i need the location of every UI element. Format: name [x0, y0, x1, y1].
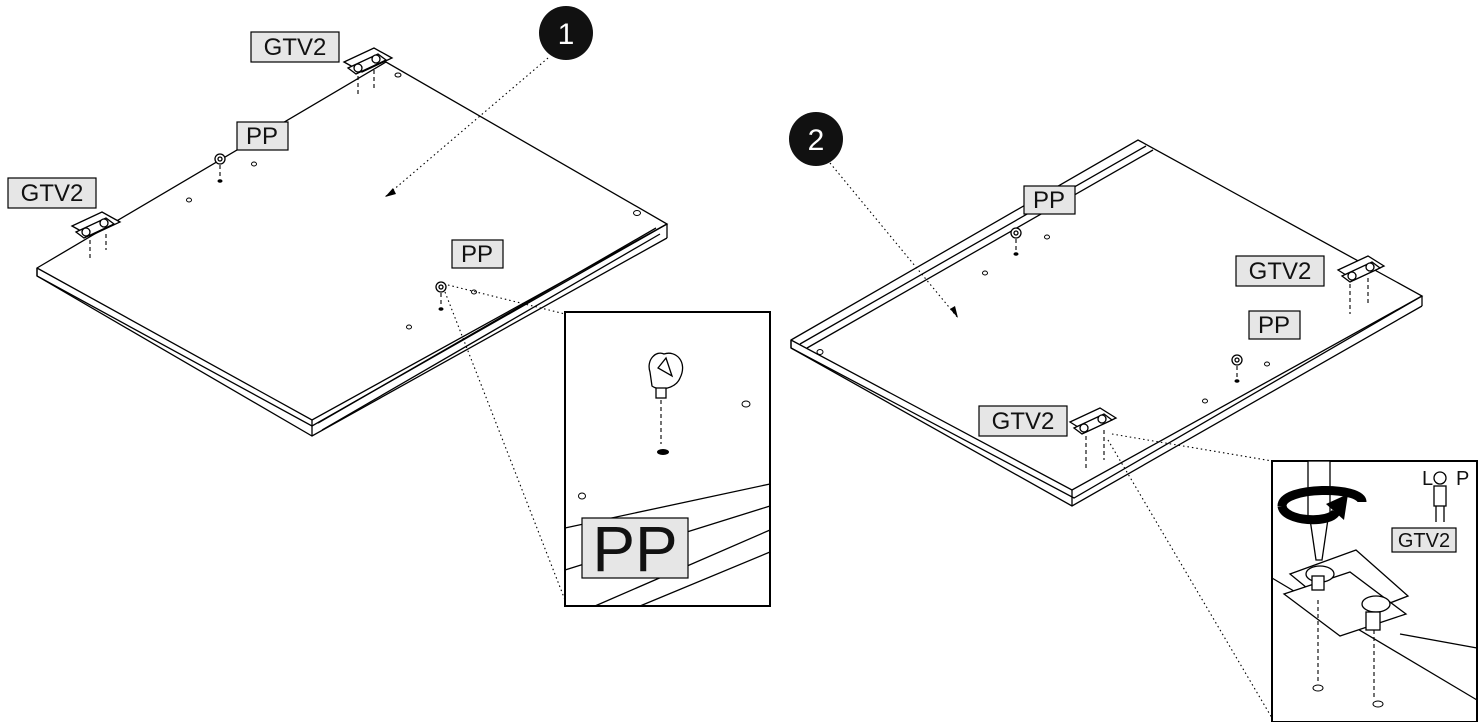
zoom-line	[1107, 439, 1273, 719]
step-badge-1: 1	[539, 6, 593, 60]
pointer-line	[829, 162, 959, 319]
zoom-line	[447, 284, 566, 315]
zoom-line	[444, 291, 566, 601]
label-text: GTV2	[21, 180, 84, 207]
shelf-peg-icon	[435, 281, 447, 311]
label-text: GTV2	[264, 34, 327, 61]
hinge-plate-icon	[342, 47, 394, 96]
label-text: PP	[246, 123, 278, 150]
arrow-head-icon	[950, 306, 958, 318]
step-number: 2	[808, 124, 825, 157]
label-right-peg: PP	[1248, 310, 1301, 340]
shelf-peg-icon	[1231, 354, 1243, 383]
hinge-plate-icon	[1068, 407, 1118, 468]
label-text: GTV2	[992, 408, 1055, 435]
label-text: GTV2	[1398, 530, 1450, 552]
label-top-peg: PP	[236, 121, 289, 151]
hinge-plate-icon	[70, 211, 122, 258]
label-text: PP	[1033, 187, 1065, 214]
shelf-peg-icon	[214, 153, 226, 183]
label-front-peg: PP	[451, 239, 504, 269]
step1-group: GTV2 PP GTV2 PP 1	[7, 6, 771, 607]
shelf-peg-icon	[1010, 227, 1022, 256]
step-number: 1	[558, 18, 575, 51]
hinge-plate-icon	[1336, 255, 1386, 314]
label-back-peg: PP	[1023, 185, 1076, 215]
step2-board	[790, 139, 1424, 507]
label-left-hinge: GTV2	[7, 177, 97, 209]
arrow-head-icon	[385, 188, 396, 197]
rotate-arrow-icon	[1277, 485, 1367, 525]
step2-group: PP GTV2 PP GTV2 2	[789, 112, 1478, 723]
detail-box-hinge: L P GTV2	[1271, 460, 1478, 723]
label-right: P	[1456, 468, 1469, 490]
step-badge-2: 2	[789, 112, 843, 166]
label-text: PP	[1258, 312, 1290, 339]
label-text: PP	[461, 241, 493, 268]
label-text: GTV2	[1249, 258, 1312, 285]
step1-board	[36, 61, 669, 437]
label-left: L	[1422, 468, 1433, 490]
label-top-hinge: GTV2	[250, 31, 340, 63]
detail-box-peg: PP	[564, 311, 771, 607]
label-text: PP	[592, 513, 677, 585]
zoom-line	[1111, 433, 1273, 462]
label-front-hinge: GTV2	[978, 405, 1068, 437]
person-icon	[1433, 471, 1447, 522]
shelf-peg-icon	[648, 352, 684, 455]
label-right-hinge: GTV2	[1235, 255, 1325, 287]
hinge-plate-icon	[1282, 549, 1410, 708]
